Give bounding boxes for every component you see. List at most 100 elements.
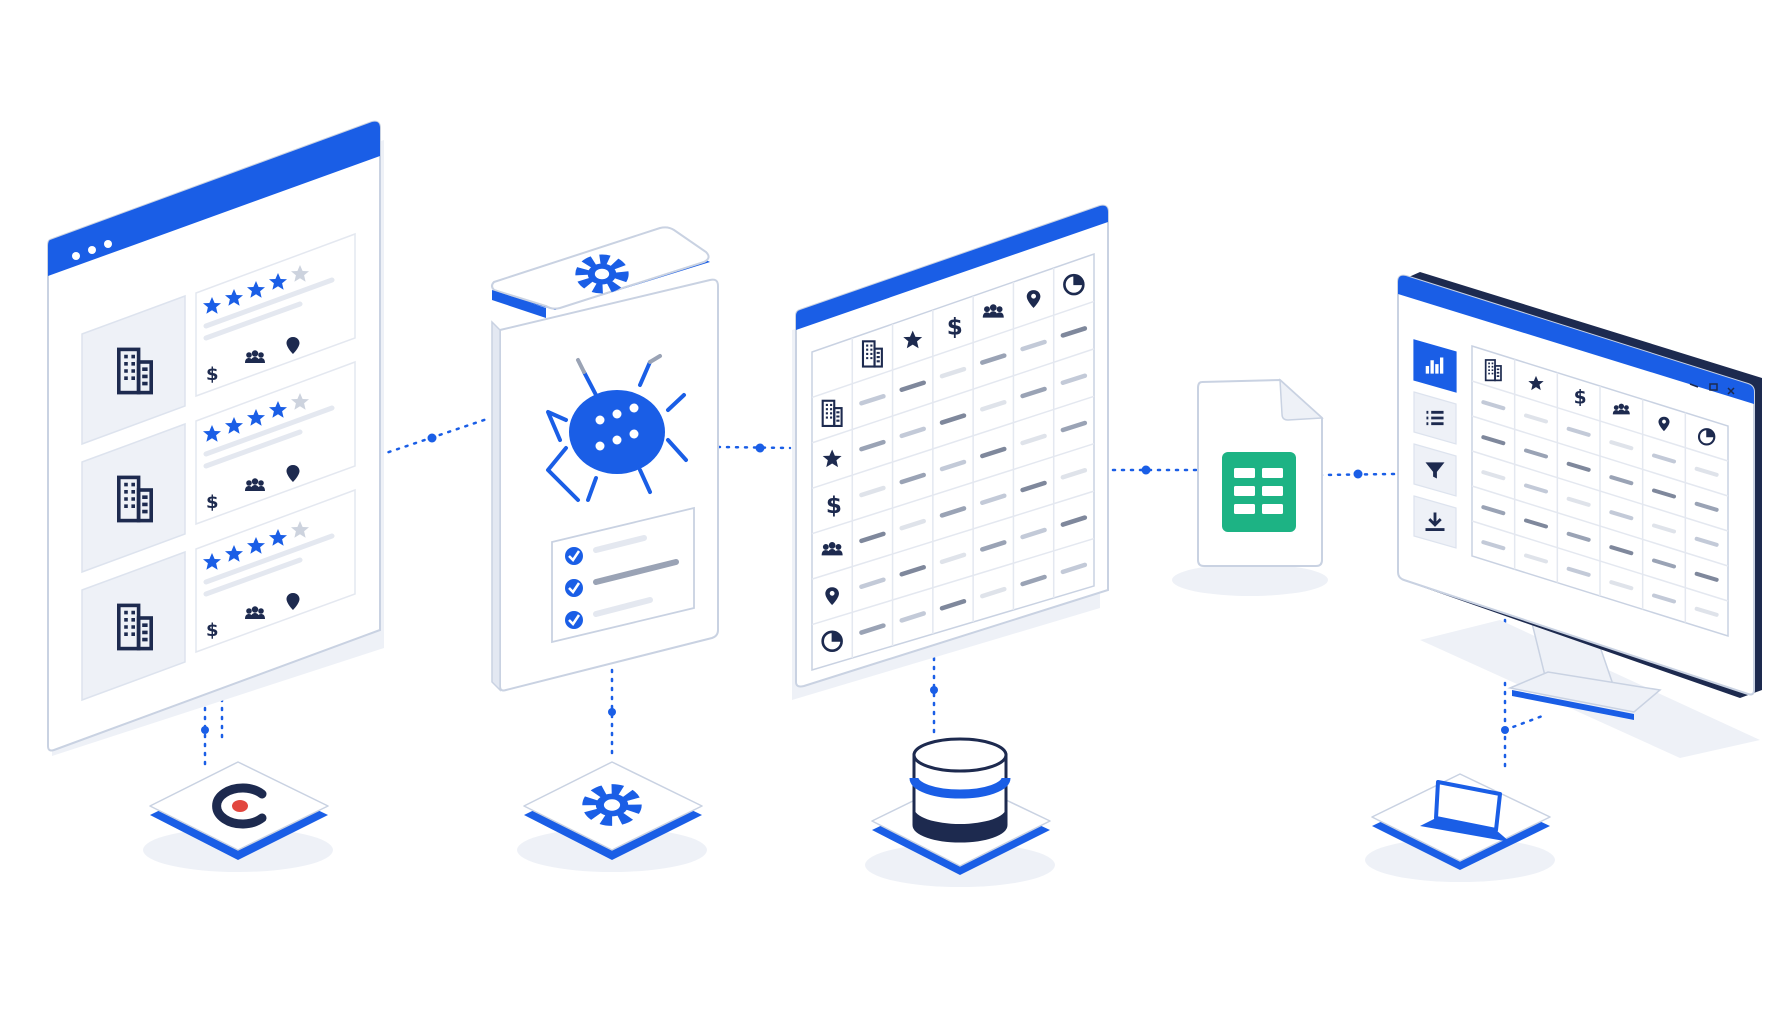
sidebar-button-filter[interactable] [1413, 443, 1457, 497]
list-icon [1426, 410, 1444, 426]
table-cell-value [899, 472, 926, 485]
table-cell-value [899, 611, 926, 623]
dashboard-cell-value [1652, 593, 1676, 604]
table-cell-value [939, 459, 967, 472]
base-tile-brand [143, 761, 333, 872]
checkmark-icon [565, 611, 583, 629]
checklist-item [565, 597, 653, 629]
svg-text:$: $ [947, 315, 963, 341]
listing-placeholder-text [203, 533, 335, 597]
filter-icon [1425, 462, 1445, 479]
dashboard-cell-value [1566, 531, 1591, 542]
base-tile-database [865, 737, 1055, 887]
dashboard-cell-value [1524, 483, 1548, 494]
download-icon [1425, 512, 1445, 532]
table-cells [859, 326, 1088, 635]
table-row-icons: $ [821, 399, 843, 652]
table-cell-value [859, 577, 886, 589]
dashboard-cell-value [1566, 496, 1591, 507]
table-grid-lines [811, 268, 1095, 658]
checkmark-icon [565, 547, 583, 565]
window-controls [1689, 383, 1735, 395]
data-table-panel: $ $ [792, 204, 1109, 700]
table-cell-value [899, 426, 926, 439]
sidebar-button-download[interactable] [1413, 495, 1457, 549]
dashboard-cell-value [1524, 553, 1548, 564]
dashboard-table-cells [1481, 400, 1719, 617]
svg-text:$: $ [1574, 388, 1587, 409]
table-cell-value [859, 623, 886, 635]
sidebar-button-list[interactable] [1413, 391, 1457, 445]
table-cell-value [1020, 386, 1047, 399]
dashboard-cell-value [1694, 501, 1719, 512]
table-column-icons: $ [861, 273, 1085, 368]
dashboard-cell-value [1609, 440, 1634, 451]
listing-placeholder-text [203, 405, 335, 469]
table-cell-value [899, 518, 926, 531]
listing-card[interactable]: $ [81, 232, 356, 446]
table-cell-value [899, 565, 926, 577]
dashboard-column-icons: $ [1484, 359, 1716, 446]
dashboard-sidebar [1413, 339, 1457, 549]
svg-text:$: $ [826, 493, 842, 519]
dashboard-cell-value [1609, 580, 1634, 591]
listing-card[interactable]: $ [81, 360, 356, 574]
dashboard-cell-value [1566, 566, 1591, 577]
table-cell-value [980, 493, 1007, 505]
scraper-device [491, 226, 719, 692]
dashboard-cell-value [1524, 518, 1548, 529]
dollar-icon: $ [826, 493, 842, 519]
dollar-icon: $ [206, 364, 219, 385]
table-cell-value [980, 446, 1007, 459]
table-cell-value [859, 439, 886, 452]
table-cell-value [1060, 373, 1088, 385]
dashboard-cell-value [1481, 505, 1506, 516]
dashboard-cell-value [1652, 523, 1676, 534]
base-tile-laptop [1365, 773, 1555, 882]
table-cell-value [859, 531, 886, 544]
dashboard-cell-value [1481, 540, 1506, 551]
dashboard-cell-value [1694, 536, 1719, 547]
connector-browser-scraper [378, 416, 492, 457]
table-cell-value [1020, 339, 1047, 352]
dashboard-cell-value [1652, 488, 1676, 499]
table-cell-value [1060, 468, 1088, 480]
table-cell-value [939, 413, 967, 425]
dashboard-cell-value [1609, 510, 1634, 521]
table-cell-value [1060, 326, 1088, 338]
brand-c-logo-icon [212, 783, 267, 829]
table-cell-value [859, 485, 886, 498]
dollar-icon: $ [206, 492, 219, 513]
table-cell-value [980, 400, 1007, 412]
laptop-icon [1420, 780, 1510, 842]
dashboard-cell-value [1566, 461, 1591, 472]
dashboard-cell-value [1694, 606, 1719, 617]
dashboard-cell-value [1524, 413, 1548, 424]
gear-icon [575, 254, 629, 294]
listing-card[interactable]: $ [81, 488, 356, 702]
connector-dots [201, 433, 1509, 734]
table-cell-value [1060, 562, 1088, 575]
window-dots-icon [72, 240, 112, 260]
monitor-title-bar [1398, 275, 1754, 404]
sidebar-button-bar-chart[interactable] [1413, 339, 1457, 393]
checklist-item [565, 559, 679, 597]
dashboard-cell-value [1652, 558, 1676, 569]
dashboard-cell-value [1609, 475, 1634, 486]
dashboard-table-grid-lines [1471, 359, 1729, 623]
dashboard-cell-value [1524, 448, 1548, 459]
minimize-icon[interactable] [1689, 383, 1699, 388]
table-cell-value [859, 394, 886, 406]
maximize-icon[interactable] [1709, 383, 1718, 391]
table-cell-value [899, 380, 926, 392]
dashboard-monitor: $ [1397, 272, 1762, 758]
listing-browser-window: $ $ [47, 120, 384, 756]
table-cell-value [980, 586, 1007, 599]
dollar-icon: $ [206, 620, 219, 641]
close-icon[interactable] [1727, 387, 1735, 395]
table-cell-value [939, 599, 967, 611]
table-cell-value [1020, 527, 1047, 540]
table-title-bar [796, 205, 1108, 330]
dashboard-cell-value [1694, 466, 1719, 477]
